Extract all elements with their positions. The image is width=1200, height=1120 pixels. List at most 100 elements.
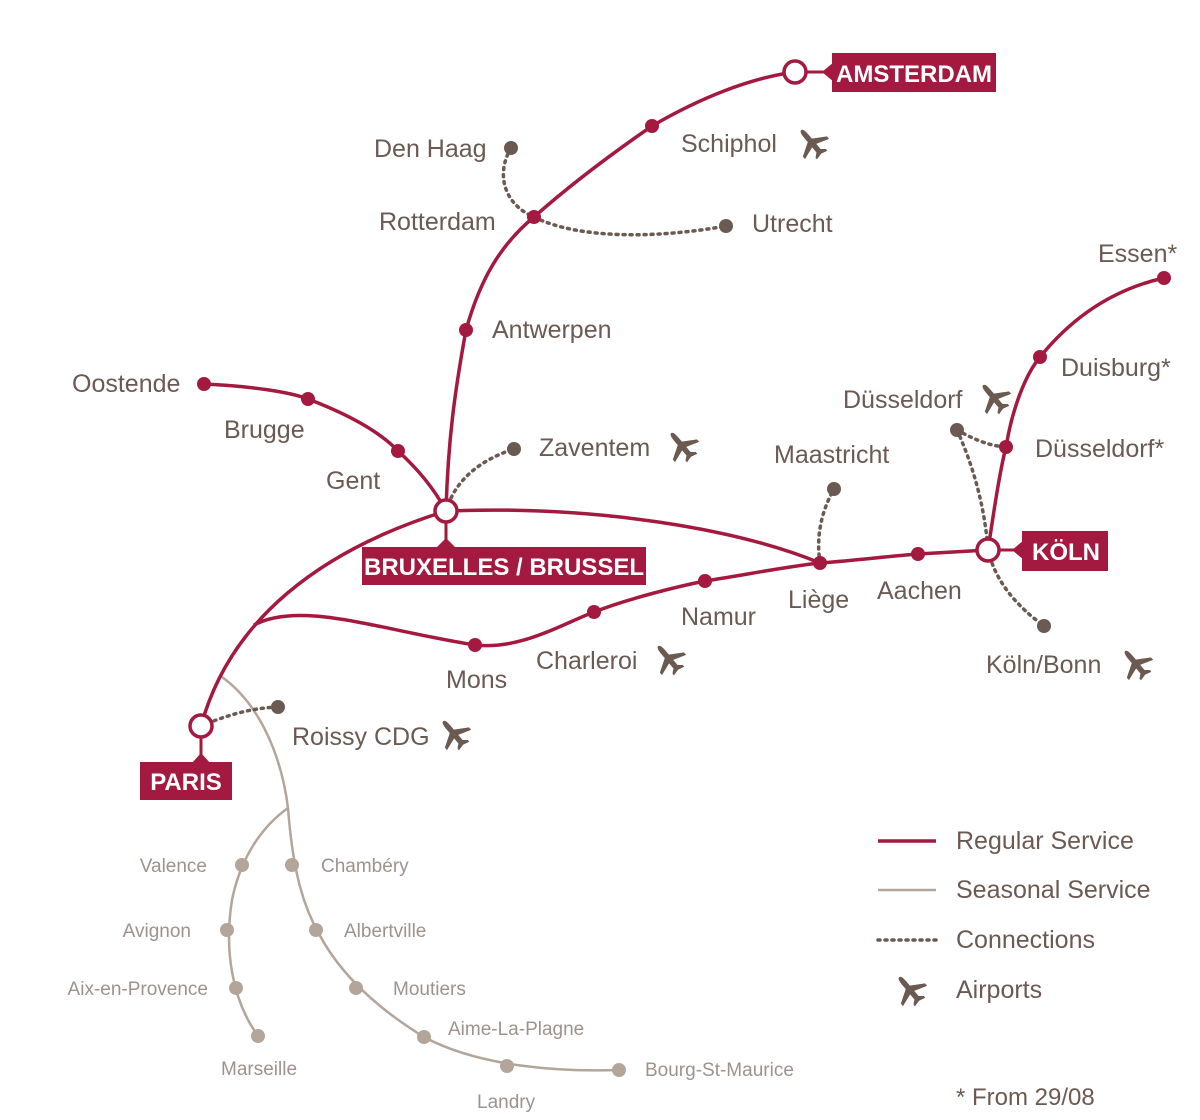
label-aachen: Aachen	[877, 577, 962, 605]
label-marseille: Marseille	[221, 1059, 297, 1080]
label-utrecht: Utrecht	[752, 210, 833, 238]
label-valence: Valence	[140, 856, 207, 877]
label-aix: Aix-en-Provence	[68, 979, 208, 1000]
airplane-icon	[892, 972, 928, 1008]
seasonal-line-bourg	[286, 807, 621, 1072]
seasonal-station-dots	[220, 858, 626, 1077]
label-dusseldorf: Düsseldorf*	[1035, 435, 1164, 463]
legend-connections-label: Connections	[956, 926, 1095, 954]
label-antwerpen: Antwerpen	[492, 316, 612, 344]
label-rotterdam: Rotterdam	[379, 208, 496, 236]
connection-zaventem	[444, 447, 516, 513]
station-dot-valence[interactable]	[235, 858, 249, 872]
seasonal-labels: Valence Avignon Aix-en-Provence Marseill…	[68, 856, 794, 1113]
connection-maastricht	[816, 487, 836, 565]
station-dot-oostende[interactable]	[197, 377, 211, 391]
station-dot-chambery[interactable]	[285, 858, 299, 872]
legend-airports-label: Airports	[956, 976, 1042, 1004]
line-oostende-brussels	[203, 382, 448, 512]
station-dot-aix[interactable]	[229, 981, 243, 995]
label-namur: Namur	[681, 603, 756, 631]
station-dot-maastricht[interactable]	[827, 482, 841, 496]
station-dot-brugge[interactable]	[301, 392, 315, 406]
label-zaventem: Zaventem	[539, 434, 650, 462]
hub-amsterdam[interactable]: AMSTERDAM	[782, 53, 996, 92]
line-mons-liege	[253, 561, 821, 648]
station-dot-charleroi[interactable]	[587, 605, 601, 619]
station-dot-rotterdam[interactable]	[527, 210, 541, 224]
station-dot-mons[interactable]	[468, 638, 482, 652]
label-chambery: Chambéry	[321, 856, 409, 877]
label-essen: Essen*	[1098, 240, 1177, 268]
label-avignon: Avignon	[123, 921, 191, 942]
label-landry: Landry	[477, 1092, 536, 1113]
label-den-haag: Den Haag	[374, 135, 487, 163]
line-brussels-koln	[445, 508, 989, 565]
station-dot-schiphol[interactable]	[645, 119, 659, 133]
station-dot-namur[interactable]	[698, 574, 712, 588]
station-dot-den-haag[interactable]	[504, 141, 518, 155]
regular-lines	[199, 70, 1165, 727]
station-dot-albertville[interactable]	[309, 923, 323, 937]
station-dot-duisburg[interactable]	[1033, 350, 1047, 364]
station-dot-dusseldorf-airport[interactable]	[950, 423, 964, 437]
label-maastricht: Maastricht	[774, 441, 889, 469]
label-oostende: Oostende	[72, 370, 180, 398]
station-dot-marseille[interactable]	[251, 1029, 265, 1043]
label-koln-bonn: Köln/Bonn	[986, 651, 1101, 679]
label-dusseldorf-airport: Düsseldorf	[843, 386, 963, 414]
connection-stations	[271, 141, 1051, 714]
hub-koln[interactable]: KÖLN	[975, 531, 1108, 571]
label-moutiers: Moutiers	[393, 979, 466, 1000]
connection-denhaag-utrecht	[501, 146, 728, 237]
station-dot-avignon[interactable]	[220, 923, 234, 937]
label-liege: Liège	[788, 586, 849, 614]
seasonal-line-marseille	[227, 806, 289, 1037]
legend-regular-label: Regular Service	[956, 827, 1134, 855]
station-dot-aachen[interactable]	[911, 547, 925, 561]
seasonal-line-trunk	[221, 675, 290, 809]
line-koln-essen	[986, 276, 1165, 551]
label-bourg: Bourg-St-Maurice	[645, 1060, 794, 1081]
hub-label-bruxelles: BRUXELLES / BRUSSEL	[364, 554, 644, 581]
label-roissy: Roissy CDG	[292, 723, 430, 751]
hub-label-koln: KÖLN	[1032, 539, 1100, 566]
label-albertville: Albertville	[344, 921, 426, 942]
airplane-icon	[651, 641, 687, 677]
hub-paris[interactable]: PARIS	[140, 713, 232, 800]
hub-bruxelles[interactable]: BRUXELLES / BRUSSEL	[362, 498, 646, 585]
station-dot-koln-bonn[interactable]	[1037, 619, 1051, 633]
legend: Regular Service Seasonal Service Connect…	[876, 827, 1151, 1111]
station-dot-bourg[interactable]	[612, 1063, 626, 1077]
label-aime: Aime-La-Plagne	[448, 1019, 584, 1040]
label-brugge: Brugge	[224, 416, 305, 444]
airplane-icon	[794, 125, 830, 161]
station-dot-gent[interactable]	[391, 444, 405, 458]
hub-label-paris: PARIS	[150, 769, 222, 796]
station-dot-liege[interactable]	[813, 556, 827, 570]
label-mons: Mons	[446, 666, 507, 694]
station-dot-antwerpen[interactable]	[459, 323, 473, 337]
station-dot-zaventem[interactable]	[507, 442, 521, 456]
label-charleroi: Charleroi	[536, 647, 637, 675]
airplane-icon	[664, 428, 700, 464]
legend-seasonal-label: Seasonal Service	[956, 876, 1151, 904]
station-dot-landry[interactable]	[500, 1059, 514, 1073]
label-duisburg: Duisburg*	[1061, 354, 1171, 382]
hub-label-amsterdam: AMSTERDAM	[836, 61, 992, 88]
airplane-icon	[1118, 646, 1154, 682]
airplane-icon	[976, 380, 1012, 416]
station-dot-essen[interactable]	[1157, 271, 1171, 285]
label-gent: Gent	[326, 467, 380, 495]
seasonal-lines	[221, 675, 621, 1072]
connection-dusseldorf-koln	[955, 428, 990, 552]
label-schiphol: Schiphol	[681, 130, 777, 158]
station-labels: Schiphol Den Haag Rotterdam Utrecht Antw…	[72, 130, 1177, 751]
station-dot-utrecht[interactable]	[719, 219, 733, 233]
station-dot-roissy[interactable]	[271, 700, 285, 714]
station-dot-moutiers[interactable]	[349, 981, 363, 995]
station-dot-dusseldorf[interactable]	[999, 440, 1013, 454]
line-paris-brussels	[199, 509, 447, 727]
station-dot-aime[interactable]	[417, 1030, 431, 1044]
